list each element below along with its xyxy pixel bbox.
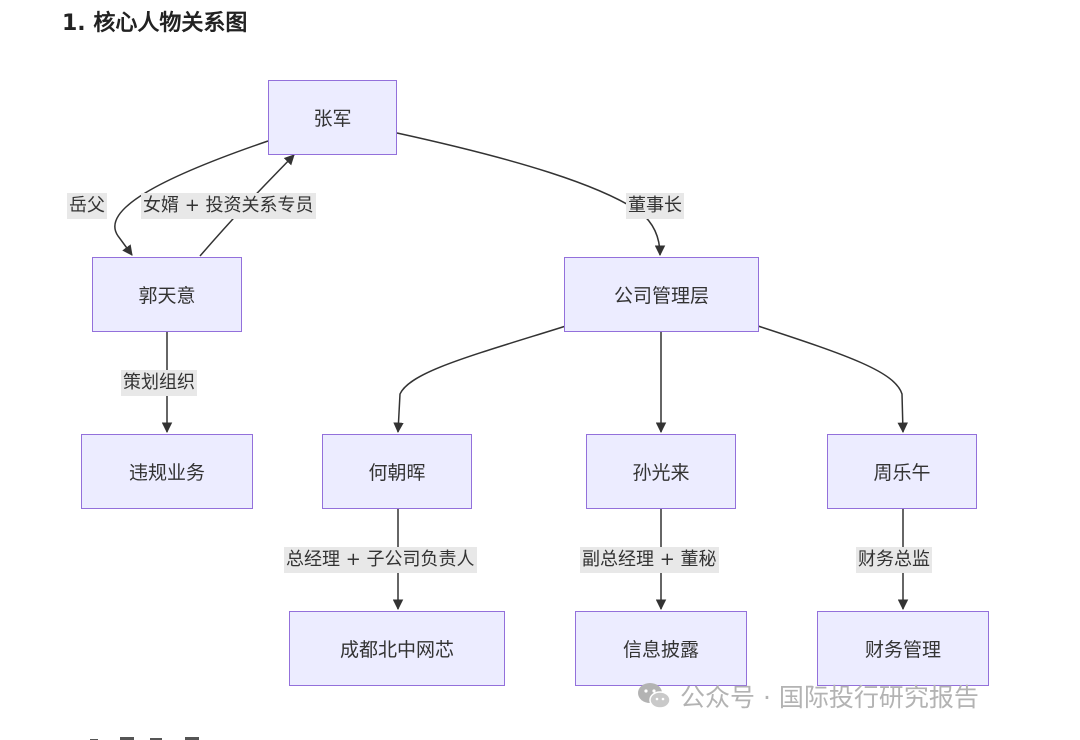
page-title: 1. 核心人物关系图 (62, 11, 248, 36)
node-guotianyi: 郭天意 (92, 257, 242, 332)
node-zhouleqian: 周乐午 (827, 434, 977, 509)
wechat-icon (638, 683, 671, 709)
node-zhangjun: 张军 (268, 80, 397, 155)
node-mgmt: 公司管理层 (564, 257, 759, 332)
edge-label-son-in-law: 女婿 + 投资关系专员 (141, 193, 316, 219)
edge-label-deputy: 副总经理 + 董秘 (580, 547, 719, 573)
node-weigui: 违规业务 (81, 434, 253, 509)
node-hezhaohui: 何朝晖 (322, 434, 472, 509)
node-xinxi: 信息披露 (575, 611, 747, 686)
edge-label-cfo: 财务总监 (856, 547, 932, 573)
node-chengdu: 成都北中网芯 (289, 611, 505, 686)
node-sunguanglai: 孙光来 (586, 434, 736, 509)
edge-label-chairman: 董事长 (626, 193, 684, 219)
watermark: 公众号 · 国际投行研究报告 (636, 678, 979, 714)
edge-mgmt-zhouleqian (757, 325, 908, 434)
clipped-text-glyphs (90, 737, 199, 740)
edge-zhangjun-guotianyi (114, 140, 269, 256)
edge-label-plan: 策划组织 (121, 370, 197, 396)
watermark-text: 公众号 · 国际投行研究报告 (680, 683, 979, 712)
clipped-text-fragment (90, 728, 220, 740)
edge-label-gm: 总经理 + 子公司负责人 (284, 547, 477, 573)
edge-mgmt-hezhaohui (393, 325, 567, 434)
node-caiwu: 财务管理 (817, 611, 989, 686)
edge-label-father-in-law: 岳父 (67, 193, 107, 219)
edge-zhangjun-mgmt (396, 132, 666, 257)
